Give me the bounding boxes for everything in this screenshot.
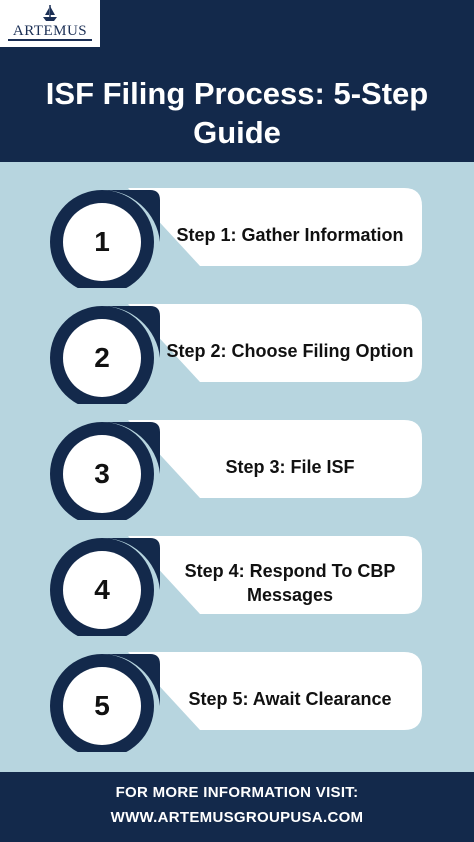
step-5-shape — [50, 652, 422, 752]
step-4-label: Step 4: Respond To CBP Messages — [184, 561, 396, 605]
step-3: 3 Step 3: File ISF — [0, 410, 474, 520]
step-2-number: 2 — [94, 342, 110, 373]
steps-panel: 1 Step 1: Gather Information 2 Step 2: C… — [0, 162, 474, 772]
step-3-label: Step 3: File ISF — [225, 457, 355, 477]
step-4-number: 4 — [94, 574, 110, 605]
step-2: 2 Step 2: Choose Filing Option — [0, 294, 474, 404]
step-5-number: 5 — [94, 690, 110, 721]
step-5: 5 Step 5: Await Clearance — [0, 642, 474, 752]
step-3-number: 3 — [94, 458, 110, 489]
logo-text: ARTEMUS — [12, 23, 88, 39]
step-1-number: 1 — [94, 226, 110, 257]
footer-website-link[interactable]: WWW.ARTEMUSGROUPUSA.COM — [110, 809, 364, 826]
ship-icon — [43, 5, 57, 21]
step-1-label: Step 1: Gather Information — [176, 225, 404, 245]
step-4: 4 Step 4: Respond To CBP Messages — [0, 526, 474, 636]
step-1-shape — [50, 188, 422, 288]
footer-info-text: FOR MORE INFORMATION VISIT: — [115, 784, 359, 801]
step-4-shape — [50, 536, 422, 636]
step-5-label: Step 5: Await Clearance — [188, 689, 392, 709]
step-2-label: Step 2: Choose Filing Option — [166, 341, 414, 361]
step-1: 1 Step 1: Gather Information — [0, 178, 474, 288]
footer: FOR MORE INFORMATION VISIT: WWW.ARTEMUSG… — [0, 772, 474, 842]
step-3-shape — [50, 420, 422, 520]
artemus-logo[interactable]: ARTEMUS — [0, 0, 100, 47]
header-banner: ARTEMUS ISF Filing Process: 5-Step Guide — [0, 0, 474, 162]
step-2-shape — [50, 304, 422, 404]
page-title: ISF Filing Process: 5-Step Guide — [45, 76, 429, 150]
logo-underline — [8, 39, 92, 41]
